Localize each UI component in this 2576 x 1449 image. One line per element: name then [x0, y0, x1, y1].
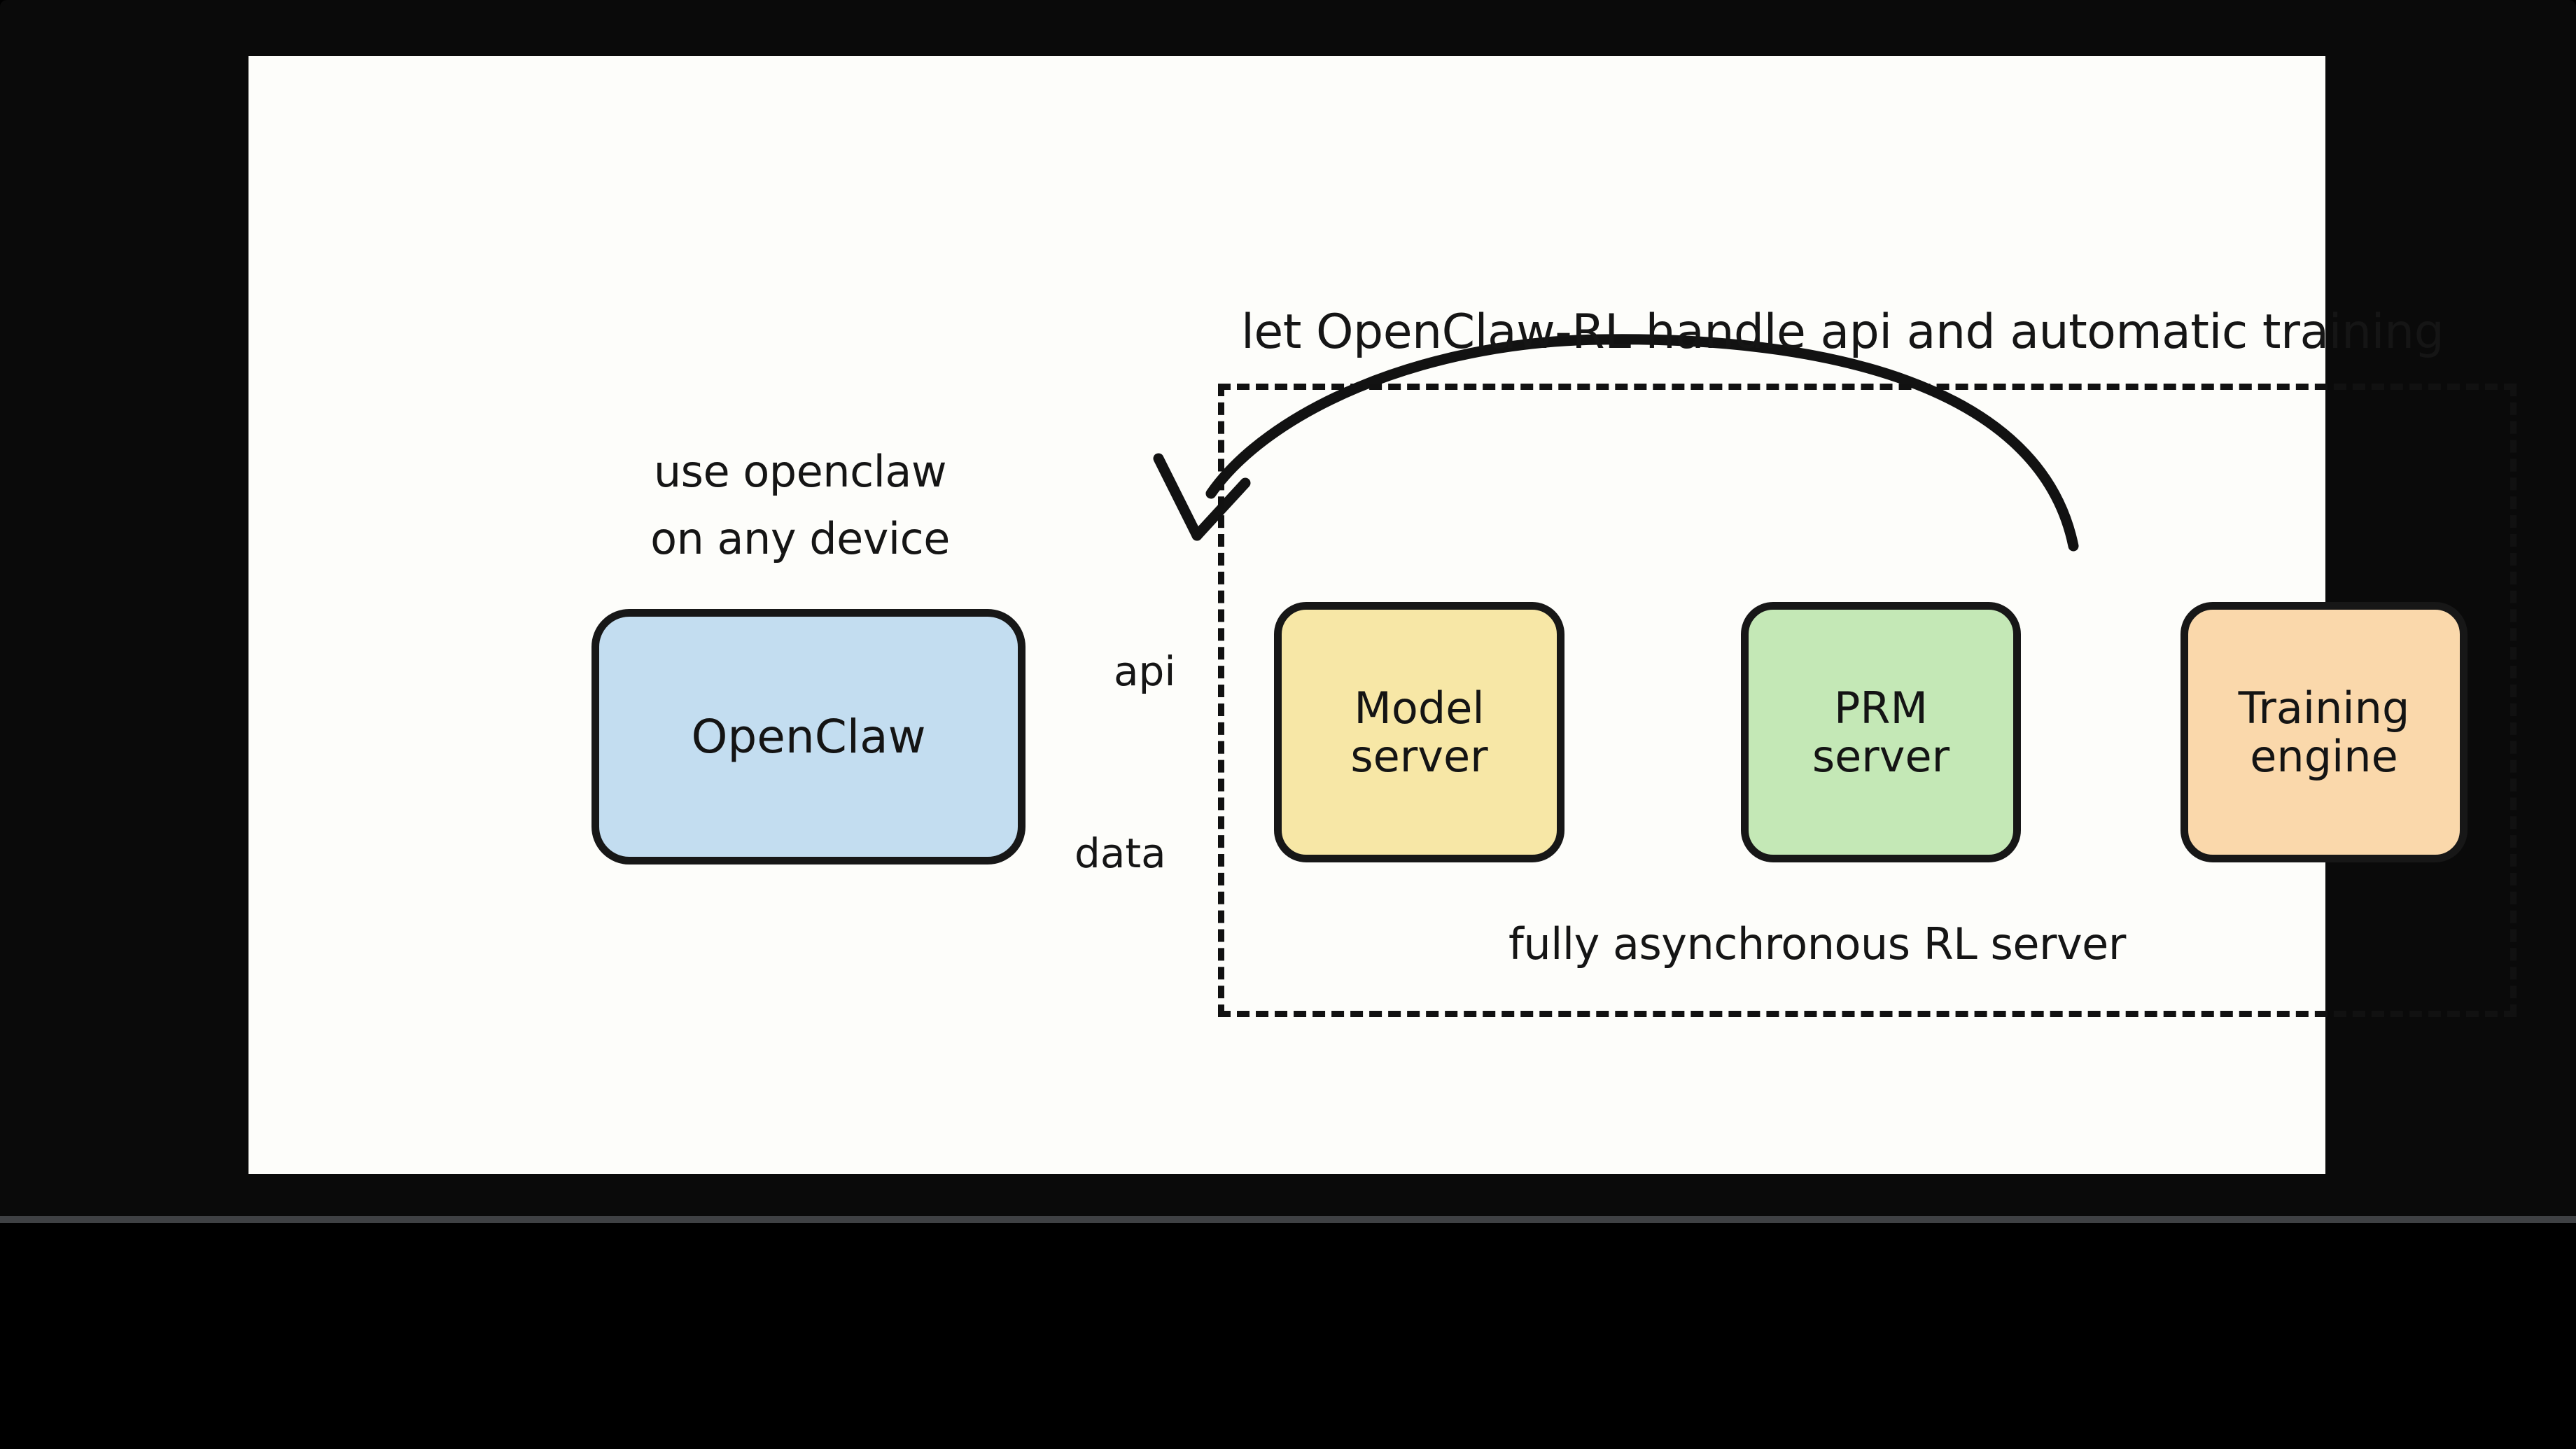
- rl-server-container-label: fully asynchronous RL server: [1508, 918, 2126, 969]
- node-prm-server-label-line-2: server: [1812, 731, 1950, 782]
- node-openclaw[interactable]: OpenClaw: [592, 609, 1026, 864]
- node-model-server-label-line-2: server: [1350, 731, 1488, 782]
- left-caption-line-1: use openclaw: [653, 446, 947, 497]
- rl-server-container: [1218, 384, 2516, 1017]
- node-openclaw-label: OpenClaw: [691, 709, 926, 764]
- player-seek-bar[interactable]: [0, 1216, 2576, 1223]
- node-training-engine-label-line-1: Training: [2238, 682, 2410, 734]
- player-bottom-bar: [0, 1223, 2576, 1449]
- node-prm-server[interactable]: PRM server: [1741, 602, 2021, 862]
- node-prm-server-label-line-1: PRM: [1834, 682, 1928, 734]
- node-training-engine[interactable]: Training engine: [2180, 602, 2468, 862]
- video-viewport[interactable]: let OpenClaw-RL handle api and automatic…: [0, 0, 2576, 1216]
- left-caption: use openclaw on any device: [632, 438, 968, 573]
- edge-label-api: api: [1114, 648, 1176, 695]
- node-training-engine-label-line-2: engine: [2250, 731, 2398, 782]
- diagram-title: let OpenClaw-RL handle api and automatic…: [1241, 304, 2444, 360]
- node-model-server[interactable]: Model server: [1274, 602, 1564, 862]
- edge-label-data: data: [1074, 830, 1166, 877]
- diagram-canvas: let OpenClaw-RL handle api and automatic…: [248, 56, 2516, 1174]
- node-model-server-label-line-1: Model: [1354, 682, 1485, 734]
- left-caption-line-2: on any device: [650, 513, 950, 564]
